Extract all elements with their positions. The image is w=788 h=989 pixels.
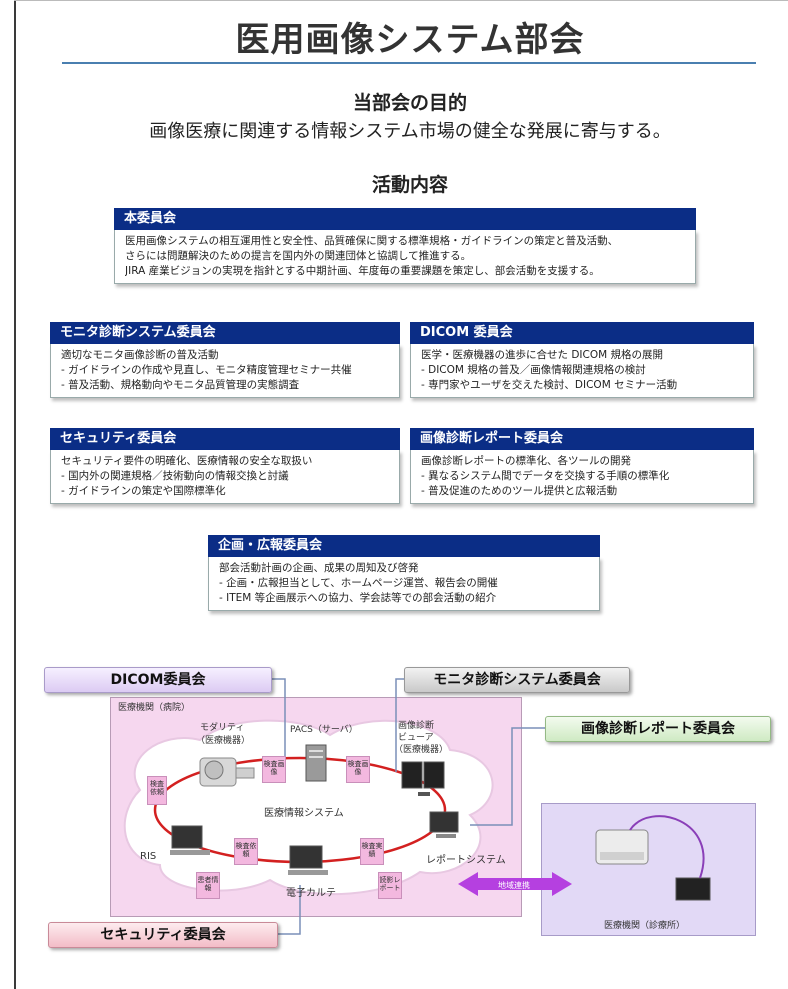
connector-monitor xyxy=(395,678,404,772)
viewer-label-3: （医療機器） xyxy=(394,745,449,755)
purpose-text: 画像医療に関連する情報システム市場の健全な発展に寄与する。 xyxy=(149,121,671,142)
title-underline xyxy=(62,62,756,64)
page-title: 医用画像システム部会 xyxy=(235,20,585,60)
committee-report-line: - 異なるシステム間でデータを交換する手順の標準化 xyxy=(421,470,670,482)
committee-planning-body: 部会活動計画の企画、成果の周知及び啓発 - 企画・広報担当として、ホームページ運… xyxy=(208,557,600,611)
report-pc-shape xyxy=(429,811,459,833)
committee-security-line: セキュリティ要件の明確化、医療情報の安全な取扱い xyxy=(61,455,313,467)
committee-security-title: セキュリティ委員会 xyxy=(50,428,400,450)
report-system-label: レポートシステム xyxy=(426,855,506,866)
tag-image: 検査画像 xyxy=(346,756,370,783)
committee-main-line: さらには問題解決のための提言を国内外の関連団体と協調して推進する。 xyxy=(125,250,472,262)
committee-planning-line: 部会活動計画の企画、成果の周知及び啓発 xyxy=(219,562,419,574)
committee-monitor-line: - ガイドラインの作成や見直し、モニタ精度管理セミナー共催 xyxy=(61,364,352,376)
clinic-label: 医療機関（診療所） xyxy=(604,921,686,931)
committee-report: 画像診断レポート委員会 画像診断レポートの標準化、各ツールの開発 - 異なるシス… xyxy=(410,428,754,504)
tag-exam-request: 検査依頼 xyxy=(147,776,167,805)
tag-exam-report: 検査実績 xyxy=(360,838,384,865)
clinic-link-curve xyxy=(629,815,705,879)
label-security-committee: セキュリティ委員会 xyxy=(48,922,278,948)
committee-security-line: - ガイドラインの策定や国際標準化 xyxy=(61,485,226,497)
committee-monitor: モニタ診断システム委員会 適切なモニタ画像診断の普及活動 - ガイドラインの作成… xyxy=(50,322,400,398)
committee-monitor-body: 適切なモニタ画像診断の普及活動 - ガイドラインの作成や見直し、モニタ精度管理セ… xyxy=(50,344,400,398)
viewer-label-2: ビューア xyxy=(398,733,434,743)
committee-dicom-line: - 専門家やユーザを交えた検討、DICOM セミナー活動 xyxy=(421,379,678,391)
committee-dicom: DICOM 委員会 医学・医療機器の進歩に合せた DICOM 規格の展開 - D… xyxy=(410,322,754,398)
modality-sub-label: （医療機器） xyxy=(196,736,251,746)
page-left-border xyxy=(14,0,16,989)
committee-monitor-line: 適切なモニタ画像診断の普及活動 xyxy=(61,349,219,361)
committee-report-line: 画像診断レポートの標準化、各ツールの開発 xyxy=(421,455,631,467)
hospital-label: 医療機関（病院） xyxy=(118,703,191,713)
viewer-monitor-shape xyxy=(401,761,423,789)
label-report-committee: 画像診断レポート委員会 xyxy=(545,716,771,742)
pacs-label: PACS（サーバ） xyxy=(290,725,358,735)
clinic-viewer-shape xyxy=(675,877,711,901)
committee-security-body: セキュリティ要件の明確化、医療情報の安全な取扱い - 国内外の関連規格／技術動向… xyxy=(50,450,400,504)
tag-diag-report: 読影レポート xyxy=(378,872,402,899)
committee-dicom-line: - DICOM 規格の普及／画像情報関連規格の検討 xyxy=(421,364,646,376)
tag-exam-image: 検査画像 xyxy=(262,756,286,783)
committee-planning-line: - ITEM 等企画展示への協力、学会誌等での部会活動の紹介 xyxy=(219,592,497,604)
committee-main-line: 医用画像システムの相互運用性と安全性、品質確保に関する標準規格・ガイドラインの策… xyxy=(125,235,619,247)
tag-exam-request-2: 検査依頼 xyxy=(234,838,258,865)
committee-main-line: JIRA 産業ビジョンの実現を指針とする中期計画、年度毎の重要課題を策定し、部会… xyxy=(125,265,600,277)
committee-security-line: - 国内外の関連規格／技術動向の情報交換と討議 xyxy=(61,470,289,482)
committee-monitor-title: モニタ診断システム委員会 xyxy=(50,322,400,344)
committee-report-title: 画像診断レポート委員会 xyxy=(410,428,754,450)
committee-dicom-line: 医学・医療機器の進歩に合せた DICOM 規格の展開 xyxy=(421,349,664,361)
viewer-label-1: 画像診断 xyxy=(398,721,435,731)
page-top-border xyxy=(14,0,788,1)
pacs-server-shape xyxy=(305,744,327,782)
clinic-area xyxy=(541,803,756,936)
committee-report-line: - 普及促進のためのツール提供と広報活動 xyxy=(421,485,618,497)
emr-pc-shape xyxy=(289,845,323,869)
committee-dicom-title: DICOM 委員会 xyxy=(410,322,754,344)
regional-link-arrow xyxy=(458,872,572,896)
purpose-heading: 当部会の目的 xyxy=(352,92,467,114)
emr-label: 電子カルテ xyxy=(286,888,336,899)
committee-security: セキュリティ委員会 セキュリティ要件の明確化、医療情報の安全な取扱い - 国内外… xyxy=(50,428,400,504)
ris-pc-shape xyxy=(171,825,203,849)
committee-planning: 企画・広報委員会 部会活動計画の企画、成果の周知及び啓発 - 企画・広報担当とし… xyxy=(208,535,600,611)
tag-patient-info: 患者情報 xyxy=(196,872,220,899)
committee-report-body: 画像診断レポートの標準化、各ツールの開発 - 異なるシステム間でデータを交換する… xyxy=(410,450,754,504)
ris-label: RIS xyxy=(140,851,157,862)
his-label: 医療情報システム xyxy=(264,808,344,819)
committee-main-title: 本委員会 xyxy=(114,208,696,230)
committee-main: 本委員会 医用画像システムの相互運用性と安全性、品質確保に関する標準規格・ガイド… xyxy=(114,208,696,284)
committee-monitor-line: - 普及活動、規格動向やモニタ品質管理の実態調査 xyxy=(61,379,300,391)
regional-label: 地域連携 xyxy=(498,881,530,890)
committee-planning-line: - 企画・広報担当として、ホームページ運営、報告会の開催 xyxy=(219,577,498,589)
committee-main-body: 医用画像システムの相互運用性と安全性、品質確保に関する標準規格・ガイドラインの策… xyxy=(114,230,696,284)
label-monitor-committee: モニタ診断システム委員会 xyxy=(404,667,630,693)
modality-label: モダリティ xyxy=(200,723,245,733)
committee-dicom-body: 医学・医療機器の進歩に合せた DICOM 規格の展開 - DICOM 規格の普及… xyxy=(410,344,754,398)
committee-planning-title: 企画・広報委員会 xyxy=(208,535,600,557)
connector-report xyxy=(470,727,545,826)
activities-heading: 活動内容 xyxy=(371,174,448,196)
label-dicom-committee: DICOM委員会 xyxy=(44,667,272,693)
